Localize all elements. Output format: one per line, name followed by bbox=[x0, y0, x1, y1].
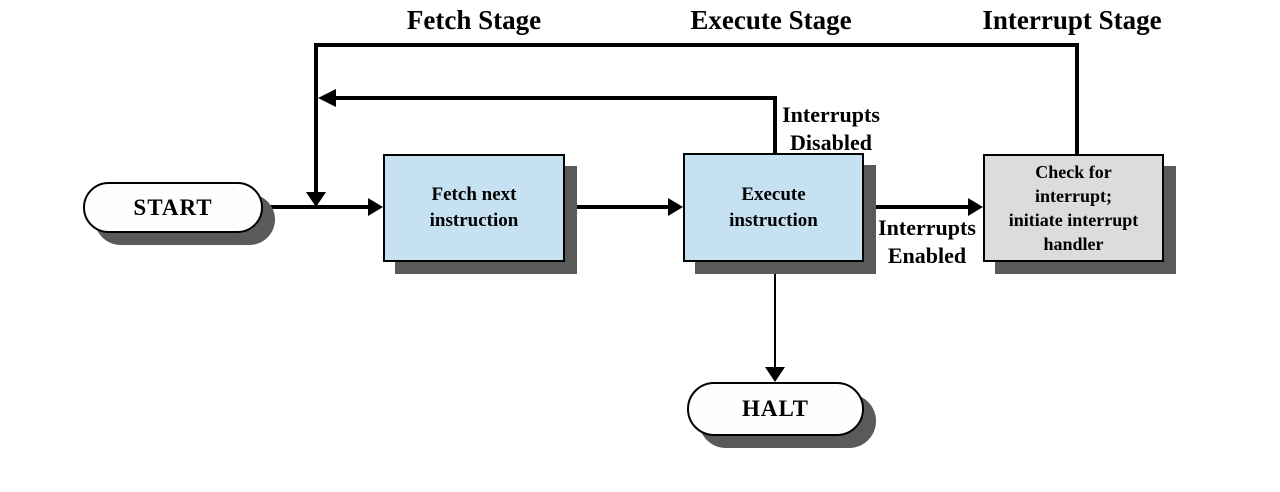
interrupts-enabled-line-2: Enabled bbox=[887, 243, 967, 268]
start-terminal: START bbox=[83, 182, 263, 233]
feedback-line-interrupt-vertical bbox=[1075, 43, 1079, 154]
interrupts-disabled-line-vertical bbox=[773, 96, 777, 153]
fetch-box-line-1: Fetch next bbox=[431, 184, 517, 205]
fetch-instruction-box: Fetch next instruction bbox=[383, 154, 565, 262]
interrupt-box-line-4: handler bbox=[1043, 234, 1104, 254]
halt-terminal: HALT bbox=[687, 382, 864, 436]
start-label: START bbox=[133, 194, 213, 220]
interrupts-disabled-line-1: Interrupts bbox=[782, 102, 880, 127]
halt-label: HALT bbox=[741, 396, 810, 421]
interrupts-enabled-line-1: Interrupts bbox=[878, 215, 976, 240]
interrupts-disabled-label: Interrupts Disabled bbox=[782, 101, 880, 157]
fetch-to-execute-line bbox=[565, 205, 669, 209]
stage-label-fetch: Fetch Stage bbox=[406, 5, 542, 35]
interrupts-disabled-line-2: Disabled bbox=[790, 130, 872, 155]
start-to-fetch-line bbox=[263, 205, 369, 209]
interrupt-box-line-3: initiate interrupt bbox=[1008, 210, 1139, 230]
interrupt-box-line-1: Check for bbox=[1035, 162, 1112, 182]
execute-to-halt-line bbox=[774, 262, 776, 369]
interrupts-enabled-label: Interrupts Enabled bbox=[878, 214, 976, 270]
arrowhead-into-fetch bbox=[368, 198, 383, 216]
arrowhead-left-interrupts-disabled bbox=[318, 89, 336, 107]
fetch-box-line-2: instruction bbox=[429, 210, 519, 231]
arrowhead-into-interrupt bbox=[968, 198, 983, 216]
stage-label-execute: Execute Stage bbox=[690, 5, 852, 35]
execute-box-line-2: instruction bbox=[729, 209, 818, 231]
arrowhead-down-into-fetch-path bbox=[306, 192, 326, 207]
execute-instruction-box: Execute instruction bbox=[683, 153, 864, 262]
execute-to-interrupt-line bbox=[864, 205, 969, 209]
interrupt-box-line-2: interrupt; bbox=[1035, 186, 1112, 206]
stage-label-interrupt: Interrupt Stage bbox=[982, 5, 1162, 35]
arrowhead-into-halt bbox=[765, 367, 785, 382]
arrowhead-into-execute bbox=[668, 198, 683, 216]
feedback-line-left-vertical bbox=[314, 43, 318, 194]
interrupts-disabled-line-horizontal bbox=[334, 96, 777, 100]
check-interrupt-box: Check for interrupt; initiate interrupt … bbox=[983, 154, 1164, 262]
execute-box-line-1: Execute bbox=[741, 183, 806, 205]
feedback-line-top-horizontal bbox=[314, 43, 1079, 47]
